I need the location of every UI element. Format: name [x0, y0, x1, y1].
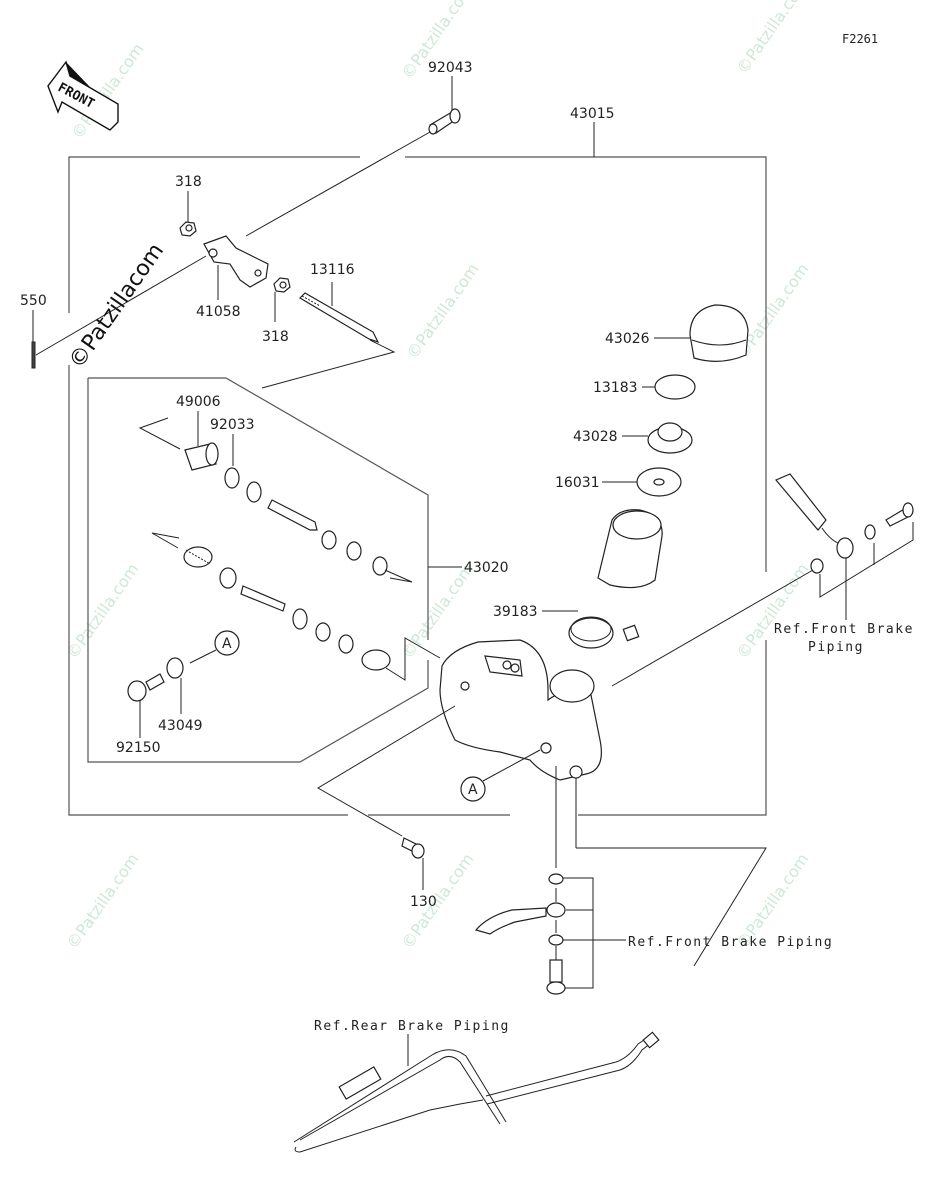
ref-front-brake-bottom: Ref.Front Brake Piping	[628, 935, 833, 950]
watermark: ©Patzilla.com	[733, 0, 813, 77]
figure-id: F2261	[842, 32, 878, 46]
callout-a-text: A	[222, 636, 232, 652]
washer-16031	[636, 467, 682, 497]
cotter-pin-550	[31, 341, 36, 369]
piston-upper-row	[246, 481, 413, 583]
part-label-92150: 92150	[116, 740, 161, 756]
frame-43020	[87, 377, 462, 763]
ref-rear-brake: Ref.Rear Brake Piping	[314, 1019, 510, 1034]
rear-brake-pipe	[293, 1031, 660, 1153]
nut-318-bottom	[273, 277, 291, 293]
watermark: ©Patzilla.com	[63, 560, 143, 662]
part-label-43049: 43049	[158, 718, 203, 734]
part-label-130: 130	[410, 894, 437, 910]
push-rod-13116	[261, 282, 396, 389]
front-brake-fitting-right	[775, 473, 914, 620]
piston-lower-row	[151, 532, 441, 681]
callout-a-left: A	[189, 630, 240, 664]
part-label-92043: 92043	[428, 60, 473, 76]
clamp-39183	[568, 616, 640, 649]
part-label-92033: 92033	[210, 417, 255, 433]
part-label-318-top: 318	[175, 174, 202, 190]
callout-a-text: A	[468, 782, 478, 798]
reservoir-tank	[597, 509, 663, 589]
part-label-13183: 13183	[593, 380, 638, 396]
front-brake-fitting-bottom	[474, 873, 626, 995]
master-cylinder-body	[439, 569, 814, 967]
part-label-43026: 43026	[605, 331, 650, 347]
part-label-41058: 41058	[196, 304, 241, 320]
clevis-41058	[35, 235, 269, 356]
watermark: ©Patzilla.com	[63, 850, 143, 952]
callout-a-right: A	[460, 749, 541, 802]
cap-43026	[689, 304, 749, 362]
cup-49006	[184, 442, 219, 471]
part-label-550: 550	[20, 293, 47, 309]
washer-43049	[166, 657, 184, 679]
ref-front-brake-right-line2: Piping	[808, 640, 864, 655]
watermark-main: ©Patzillacom	[64, 239, 169, 374]
part-label-49006: 49006	[176, 394, 221, 410]
bolt-130	[401, 837, 425, 859]
bolt-92150	[127, 673, 165, 702]
part-label-43020: 43020	[464, 560, 509, 576]
part-label-13116: 13116	[310, 262, 355, 278]
part-label-43015: 43015	[570, 106, 615, 122]
watermark: ©Patzilla.com	[403, 260, 483, 362]
watermarks: ©Patzilla.com ©Patzilla.com ©Patzilla.co…	[63, 0, 813, 952]
plate-13183	[654, 374, 696, 400]
ref-front-brake-right-line1: Ref.Front Brake	[774, 622, 914, 637]
part-label-39183: 39183	[493, 604, 538, 620]
pin-92043	[245, 76, 461, 237]
ring-92033	[224, 467, 240, 489]
diaphragm-43028	[647, 422, 693, 454]
part-label-318-bottom: 318	[262, 329, 289, 345]
part-label-43028: 43028	[573, 429, 618, 445]
watermark: ©Patzilla.com	[733, 560, 813, 662]
part-label-16031: 16031	[555, 475, 600, 491]
nut-318-top	[179, 221, 197, 237]
frame-43015	[68, 122, 767, 816]
